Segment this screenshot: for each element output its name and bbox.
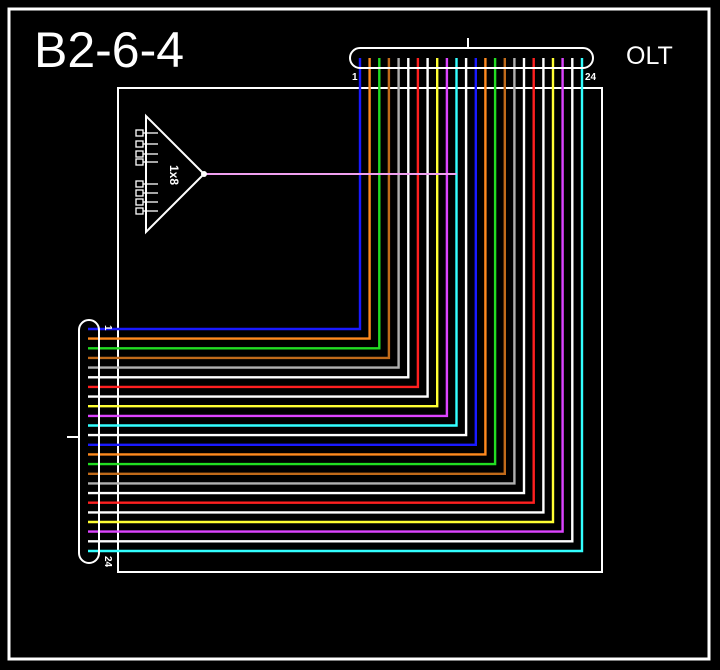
fiber-16 — [88, 58, 506, 475]
splitter-port-1 — [135, 129, 144, 137]
outer-border — [7, 7, 711, 661]
top-cable-end-label: 24 — [585, 72, 597, 83]
splitter-port-7 — [135, 198, 144, 206]
diagram-title: B2-6-4 — [34, 22, 185, 78]
fiber-11 — [88, 58, 458, 427]
fiber-10 — [88, 58, 449, 418]
fiber-24 — [88, 58, 584, 553]
fiber-21 — [88, 58, 555, 524]
splitter-port-5 — [135, 180, 144, 188]
splitter-port-6 — [135, 189, 144, 197]
splitter-ports — [135, 129, 158, 215]
fiber-14 — [88, 58, 487, 456]
splitter-port-3 — [135, 150, 144, 158]
fiber-2 — [88, 58, 371, 340]
fiber-3 — [88, 58, 381, 350]
top-cable-start-label: 1 — [352, 72, 358, 83]
splitter-port-8 — [135, 207, 144, 215]
fiber-20 — [88, 58, 545, 514]
splitter-port-4 — [135, 158, 144, 166]
top-cable-capsule — [349, 47, 594, 69]
fiber-4 — [88, 58, 391, 360]
fiber-8 — [88, 58, 429, 398]
fiber-6 — [88, 58, 410, 379]
left-cable-start-label: 1 — [102, 325, 113, 331]
fiber-group — [88, 58, 584, 553]
fiber-12 — [88, 58, 468, 437]
fiber-23 — [88, 58, 574, 543]
fiber-9 — [88, 58, 439, 408]
fiber-19 — [88, 58, 535, 504]
splitter: 1x8 — [135, 113, 207, 235]
fiber-13 — [88, 58, 477, 446]
fiber-15 — [88, 58, 497, 466]
splitter-output-node — [201, 171, 207, 177]
fiber-17 — [88, 58, 516, 485]
left-cable-end-label: 24 — [102, 556, 113, 568]
splitter-triangle — [145, 113, 206, 235]
fiber-22 — [88, 58, 564, 533]
fiber-5 — [88, 58, 400, 369]
olt-label: OLT — [626, 42, 673, 70]
splitter-label: 1x8 — [167, 165, 181, 185]
fiber-1 — [88, 58, 362, 331]
splitter-port-2 — [135, 140, 144, 148]
fiber-7 — [88, 58, 420, 389]
fiber-18 — [88, 58, 526, 495]
left-cable-capsule — [78, 319, 100, 564]
